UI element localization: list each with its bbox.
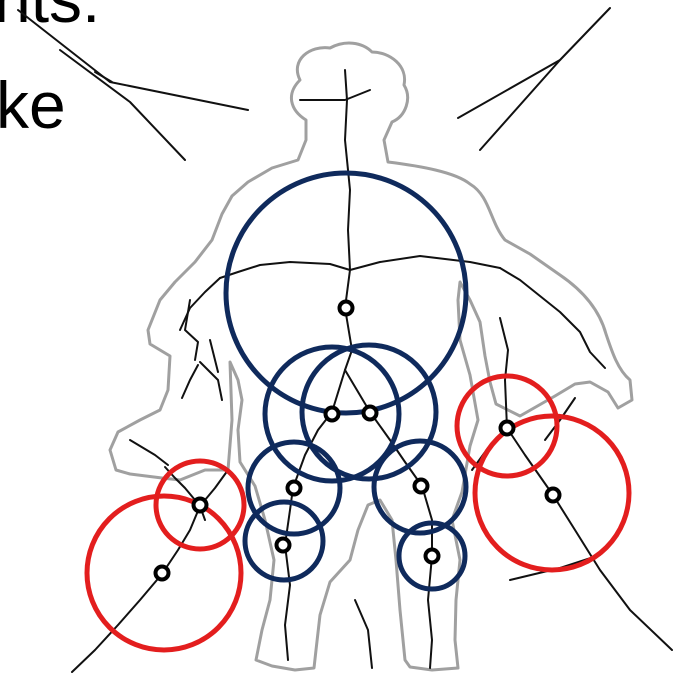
joint-dot [340,302,353,315]
joint-dot [426,550,439,563]
joint-dot [277,539,290,552]
joint-dot [288,482,301,495]
joint-dot [194,499,207,512]
joint-dot [326,408,339,421]
joint-dot [156,567,169,580]
joint-dot [415,480,428,493]
joint-dot [501,422,514,435]
joint-dot [547,489,560,502]
skeleton-lines [18,8,672,672]
joint-dot [364,407,377,420]
dark-disks [226,173,466,589]
